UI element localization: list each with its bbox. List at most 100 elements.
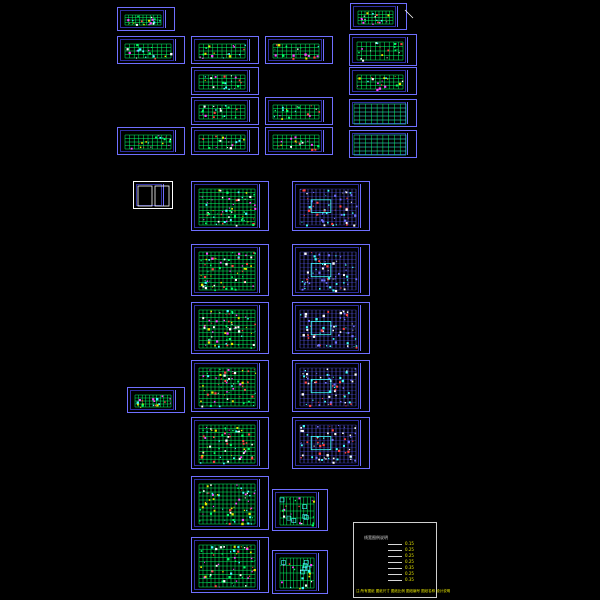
sheet-border bbox=[268, 39, 322, 61]
sheet-drawing-content bbox=[124, 43, 173, 60]
title-block bbox=[259, 247, 266, 293]
sheet-border bbox=[275, 553, 317, 591]
title-block bbox=[407, 37, 414, 63]
title-block bbox=[407, 102, 414, 124]
drawing-sheet[interactable] bbox=[265, 127, 333, 155]
sheet-border bbox=[194, 363, 258, 409]
drawing-sheet[interactable] bbox=[191, 302, 269, 354]
title-block bbox=[175, 130, 182, 152]
legend-row: 0.25 bbox=[388, 571, 414, 576]
drawing-sheet[interactable] bbox=[127, 387, 185, 413]
legend-value: 0.15 bbox=[405, 541, 414, 546]
title-block bbox=[360, 420, 367, 466]
legend-value: 0.25 bbox=[405, 559, 414, 564]
drawing-sheet[interactable] bbox=[292, 244, 370, 296]
title-block bbox=[323, 39, 330, 61]
drawing-sheet[interactable] bbox=[191, 537, 269, 593]
sheet-border bbox=[194, 305, 258, 351]
drawing-sheet[interactable] bbox=[349, 67, 417, 95]
sheet-border bbox=[194, 540, 258, 590]
sheet-drawing-content bbox=[124, 134, 172, 150]
title-block bbox=[259, 305, 266, 351]
legend-row: 0.35 bbox=[388, 565, 414, 570]
sheet-drawing-content bbox=[198, 483, 256, 526]
drawing-sheet[interactable] bbox=[272, 489, 328, 531]
title-block bbox=[323, 130, 330, 152]
drawing-sheet[interactable] bbox=[265, 97, 333, 125]
sheet-border bbox=[352, 102, 406, 124]
drawing-sheet[interactable] bbox=[191, 476, 269, 530]
drawing-sheet[interactable] bbox=[349, 130, 417, 158]
drawing-sheet[interactable] bbox=[117, 127, 185, 155]
drawing-sheet[interactable] bbox=[191, 36, 259, 64]
sheet-drawing-content bbox=[357, 10, 394, 25]
legend-title: 线宽图例说明 bbox=[364, 535, 388, 540]
sheet-drawing-content bbox=[272, 104, 321, 120]
drawing-sheet[interactable] bbox=[191, 360, 269, 412]
legend-footer: 注:所有图纸 图纸尺寸 图纸比例 图纸编号 图纸名称 设计说明 bbox=[356, 589, 451, 593]
sheet-border bbox=[120, 39, 174, 61]
sheet-border bbox=[295, 363, 359, 409]
drawing-sheet[interactable] bbox=[133, 181, 173, 209]
title-block bbox=[360, 247, 367, 293]
sheet-drawing-content bbox=[198, 43, 246, 59]
sheet-border bbox=[194, 184, 258, 228]
sheet-drawing-content bbox=[198, 134, 246, 150]
drawing-sheet[interactable] bbox=[191, 417, 269, 469]
legend-value: 0.35 bbox=[405, 565, 414, 570]
sheet-drawing-content bbox=[198, 544, 256, 588]
drawing-sheet[interactable] bbox=[191, 181, 269, 231]
sheet-drawing-content bbox=[279, 496, 315, 527]
title-block bbox=[165, 10, 172, 28]
title-block bbox=[397, 6, 404, 27]
drawing-sheet[interactable] bbox=[350, 3, 407, 30]
sheet-drawing-content bbox=[353, 103, 407, 125]
sheet-border bbox=[268, 100, 322, 122]
drawing-sheet[interactable] bbox=[349, 34, 417, 66]
sheet-border bbox=[353, 6, 396, 27]
sheet-border bbox=[136, 184, 162, 206]
title-block bbox=[259, 184, 266, 228]
sheet-border bbox=[295, 305, 359, 351]
sheet-drawing-content bbox=[198, 424, 256, 465]
drawing-sheet[interactable] bbox=[292, 181, 370, 231]
sheet-border bbox=[194, 39, 248, 61]
drawing-sheet[interactable] bbox=[191, 67, 259, 95]
title-block bbox=[249, 70, 256, 92]
drawing-sheet[interactable] bbox=[292, 417, 370, 469]
drawing-sheet[interactable] bbox=[117, 36, 185, 64]
drawing-sheet[interactable] bbox=[191, 97, 259, 125]
sheet-drawing-content bbox=[137, 185, 170, 207]
sheet-border bbox=[120, 130, 174, 152]
drawing-sheet[interactable] bbox=[191, 244, 269, 296]
title-block bbox=[259, 363, 266, 409]
sheet-drawing-content bbox=[356, 74, 404, 92]
drawing-sheet[interactable] bbox=[292, 360, 370, 412]
drawing-sheet[interactable] bbox=[191, 127, 259, 155]
legend-value: 0.35 bbox=[405, 577, 414, 582]
drawing-sheet[interactable] bbox=[349, 99, 417, 127]
sheet-border bbox=[295, 247, 359, 293]
title-block bbox=[249, 130, 256, 152]
sheet-border bbox=[120, 10, 164, 28]
sheet-drawing-content bbox=[198, 309, 256, 349]
sheet-border bbox=[295, 184, 359, 228]
drawing-sheet[interactable] bbox=[272, 550, 328, 594]
drawing-sheet[interactable] bbox=[265, 36, 333, 64]
sheet-drawing-content bbox=[299, 251, 358, 293]
title-block bbox=[360, 363, 367, 409]
sheet-drawing-content bbox=[299, 424, 357, 464]
drawing-sheet[interactable] bbox=[117, 7, 175, 31]
sheet-border bbox=[352, 37, 406, 63]
legend-row: 0.25 bbox=[388, 559, 414, 564]
sheet-border bbox=[194, 247, 258, 293]
drawing-sheet[interactable] bbox=[292, 302, 370, 354]
legend-row: 0.35 bbox=[388, 577, 414, 582]
sheet-drawing-content bbox=[299, 367, 357, 408]
title-block bbox=[259, 479, 266, 527]
sheet-border bbox=[194, 420, 258, 466]
sheet-drawing-content bbox=[353, 134, 407, 156]
title-block bbox=[163, 184, 170, 206]
title-block bbox=[175, 390, 182, 410]
